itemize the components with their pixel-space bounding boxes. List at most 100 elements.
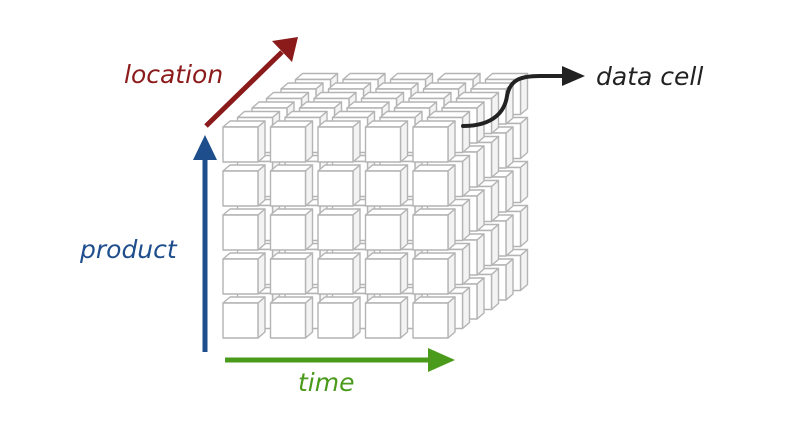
cell-side-face — [490, 179, 500, 223]
product-axis — [193, 135, 217, 352]
data-cell — [364, 252, 409, 295]
cell-side-face — [447, 164, 456, 207]
cell-side-face — [304, 164, 314, 207]
cell-front-face — [222, 126, 259, 163]
cell-side-face — [461, 286, 471, 330]
data-cell — [222, 208, 266, 251]
location-label: location — [124, 60, 223, 89]
data-cell — [222, 164, 266, 207]
data-cell — [364, 164, 409, 207]
cell-side-face — [257, 164, 266, 207]
cell-front-face — [222, 170, 259, 207]
cell-side-face — [505, 170, 514, 213]
location-axis-arrowhead — [272, 37, 298, 62]
cell-side-face — [461, 198, 471, 242]
product-axis-arrowhead — [193, 135, 217, 160]
cell-side-face — [490, 135, 500, 179]
data-cell-callout-curve — [461, 74, 567, 128]
cell-front-face — [364, 170, 402, 207]
cell-front-face — [412, 214, 449, 251]
cell-front-face — [412, 302, 449, 339]
cube-grid — [222, 72, 529, 339]
data-cell — [317, 252, 361, 295]
cell-front-face — [364, 214, 402, 251]
data-cell — [364, 208, 409, 251]
data-cell — [412, 164, 456, 207]
cell-side-face — [490, 267, 500, 311]
data-cell — [317, 120, 361, 163]
cell-side-face — [505, 214, 514, 257]
cell-front-face — [269, 214, 307, 251]
cell-front-face — [222, 258, 259, 295]
data-cell — [317, 164, 361, 207]
data-cell — [412, 296, 456, 339]
data-cell — [269, 252, 314, 295]
data-cell — [269, 208, 314, 251]
cell-side-face — [447, 296, 456, 339]
cell-side-face — [304, 208, 314, 251]
cell-front-face — [364, 126, 402, 163]
data-cell — [269, 296, 314, 339]
cell-front-face — [222, 302, 259, 339]
cell-side-face — [399, 208, 409, 251]
cell-front-face — [412, 126, 449, 163]
cell-side-face — [505, 258, 514, 301]
cell-side-face — [505, 126, 514, 169]
data-cell — [412, 120, 456, 163]
cell-side-face — [519, 160, 529, 204]
data-cell — [317, 296, 361, 339]
cell-front-face — [412, 258, 449, 295]
cell-side-face — [519, 204, 529, 248]
cell-side-face — [304, 296, 314, 339]
data-cell-callout — [461, 66, 585, 128]
cell-front-face — [317, 258, 354, 295]
cell-side-face — [257, 120, 266, 163]
cell-side-face — [399, 120, 409, 163]
cell-side-face — [257, 208, 266, 251]
cell-front-face — [364, 302, 402, 339]
time-axis — [225, 348, 455, 372]
cell-side-face — [476, 189, 485, 232]
location-axis-line — [204, 50, 284, 128]
cell-side-face — [304, 120, 314, 163]
location-axis — [204, 37, 298, 128]
cell-front-face — [269, 126, 307, 163]
cell-front-face — [222, 214, 259, 251]
cell-front-face — [317, 126, 354, 163]
data-cell — [317, 208, 361, 251]
cell-side-face — [461, 110, 471, 154]
data-cell-callout-arrowhead — [562, 66, 585, 86]
cell-front-face — [269, 170, 307, 207]
cell-side-face — [476, 145, 485, 188]
cell-side-face — [447, 252, 456, 295]
time-axis-arrowhead — [428, 348, 455, 372]
cell-front-face — [269, 258, 307, 295]
cell-side-face — [352, 252, 361, 295]
data-cell — [269, 120, 314, 163]
data-cell — [412, 208, 456, 251]
cell-side-face — [352, 120, 361, 163]
cell-front-face — [364, 258, 402, 295]
cell-side-face — [461, 242, 471, 286]
cell-side-face — [352, 208, 361, 251]
cell-side-face — [257, 296, 266, 339]
cell-side-face — [399, 252, 409, 295]
cell-side-face — [352, 296, 361, 339]
cell-side-face — [519, 248, 529, 292]
cell-front-face — [269, 302, 307, 339]
data-cell-label: data cell — [596, 62, 703, 91]
cell-front-face — [317, 170, 354, 207]
cell-front-face — [317, 302, 354, 339]
cell-side-face — [447, 120, 456, 163]
data-cell — [222, 252, 266, 295]
cell-side-face — [461, 154, 471, 198]
data-cell — [222, 120, 266, 163]
cell-side-face — [399, 164, 409, 207]
cell-side-face — [447, 208, 456, 251]
cell-side-face — [519, 116, 529, 160]
cell-side-face — [476, 277, 485, 320]
cell-side-face — [399, 296, 409, 339]
cell-side-face — [490, 223, 500, 267]
cell-front-face — [412, 170, 449, 207]
